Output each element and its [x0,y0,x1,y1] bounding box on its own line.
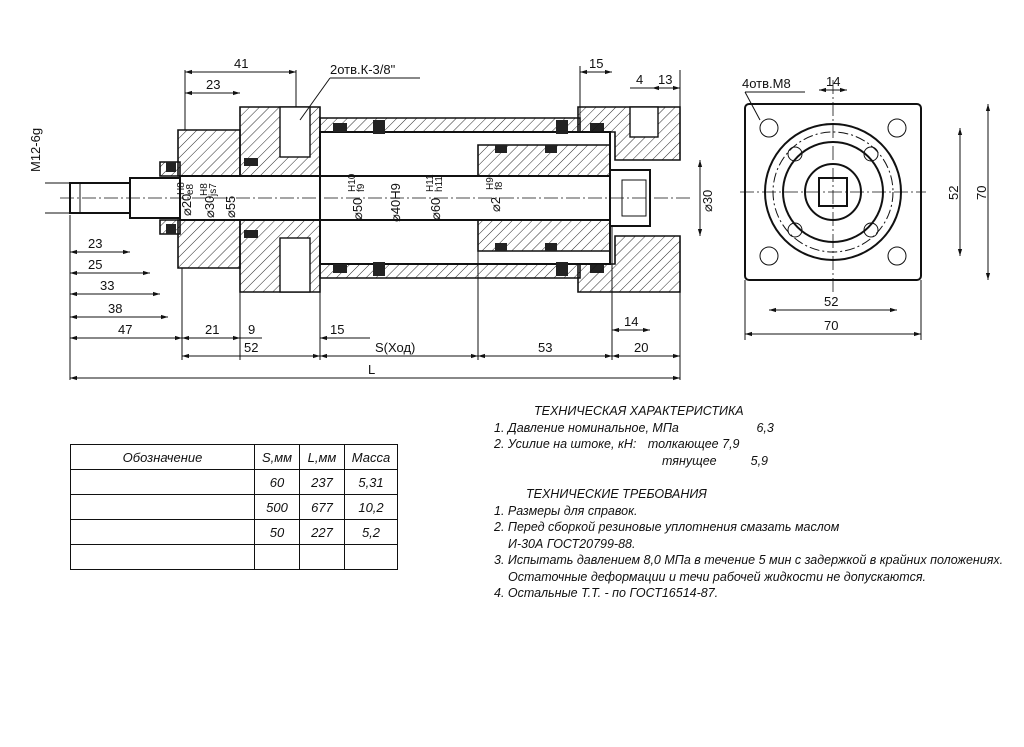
dim-d2: ⌀2 [488,197,503,212]
end-dim-70v: 70 [974,186,989,200]
dim-total-L: L [368,362,375,377]
svg-text:f9: f9 [356,183,367,192]
end-dim-14: 14 [826,74,840,89]
dim-53: 53 [538,340,552,355]
dim-13: 13 [658,72,672,87]
end-dim-52v: 52 [946,186,961,200]
dim-41: 41 [234,56,248,71]
dim-d60: ⌀60 [428,198,443,220]
dim-33: 33 [100,278,114,293]
holes-note: 2отв.К-3/8" [330,62,396,77]
dim-20: 20 [634,340,648,355]
dim-d55: ⌀55 [223,196,238,218]
svg-text:f8: f8 [494,181,505,190]
dim-stroke: S(Ход) [375,340,415,355]
characteristics-title: ТЕХНИЧЕСКАЯ ХАРАКТЕРИСТИКА [534,404,744,418]
end-view: 4отв.М8 14 52 70 52 70 [740,74,991,340]
dim-15-top: 15 [589,56,603,71]
dim-d20: ⌀20 [179,194,194,216]
dim-21: 21 [205,322,219,337]
dim-15-bottom: 15 [330,322,344,337]
requirements-title: ТЕХНИЧЕСКИЕ ТРЕБОВАНИЯ [526,487,707,501]
svg-text:h11: h11 [434,176,445,192]
dimensions: 41 23 2отв.К-3/8" 15 4 13 M12-6g ⌀20 H8 … [28,56,715,381]
table-header: Обозначение S,мм L,мм Масса [70,444,398,470]
end-holes-note: 4отв.М8 [742,76,791,91]
dim-d40: ⌀40H9 [388,183,403,222]
dim-23-left: 23 [88,236,102,251]
dim-d30-right: ⌀30 [700,190,715,212]
end-dim-52h: 52 [824,294,838,309]
technical-requirements: ТЕХНИЧЕСКИЕ ТРЕБОВАНИЯ 1. Размеры для сп… [494,487,1004,600]
svg-text:H9: H9 [485,177,496,190]
section-view [60,106,690,293]
technical-characteristics: ТЕХНИЧЕСКАЯ ХАРАКТЕРИСТИКА 1. Давление н… [494,404,774,468]
end-dim-70h: 70 [824,318,838,333]
svg-text:e8: e8 [185,183,196,195]
dim-d30: ⌀30 [202,196,217,218]
svg-text:H8: H8 [176,182,187,195]
svg-text:H10: H10 [347,173,358,192]
dim-38: 38 [108,301,122,316]
svg-text:js7: js7 [208,183,219,197]
dim-47: 47 [118,322,132,337]
dim-d50: ⌀50 [350,198,365,220]
dim-14-bottom: 14 [624,314,638,329]
svg-text:H8: H8 [199,183,210,196]
table-row [70,544,398,570]
thread-label: M12-6g [28,128,43,172]
dim-4: 4 [636,72,643,87]
dim-9: 9 [248,322,255,337]
dim-52-bottom: 52 [244,340,258,355]
svg-text:H11: H11 [425,174,436,192]
dim-25: 25 [88,257,102,272]
dim-23-top: 23 [206,77,220,92]
